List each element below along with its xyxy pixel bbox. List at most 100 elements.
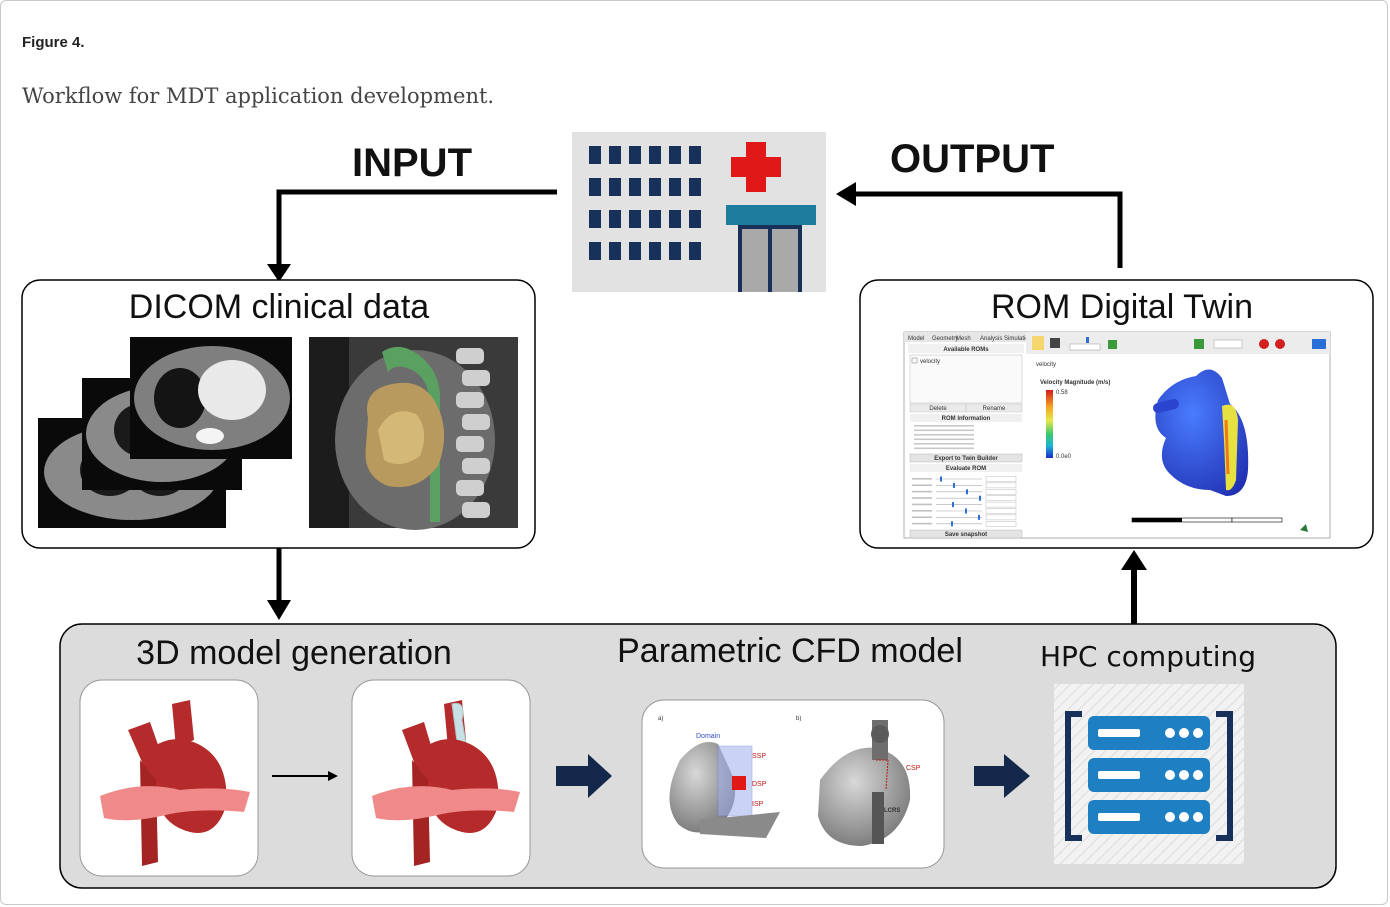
param-value-field[interactable] [985, 482, 1017, 489]
param-slider-thumb[interactable] [952, 502, 954, 508]
hospital-window [649, 178, 661, 196]
rom-app-tab[interactable]: Simulation [1004, 336, 1032, 342]
server-unit [1088, 758, 1210, 792]
export-button-label: Export to Twin Builder [934, 456, 998, 462]
param-slider-thumb[interactable] [940, 476, 942, 482]
param-slider-thumb[interactable] [979, 495, 981, 501]
info-line [914, 443, 974, 445]
server-led [1193, 770, 1203, 780]
param-slider-thumb[interactable] [978, 514, 980, 520]
rom-list-item[interactable]: velocity [920, 359, 940, 365]
sagittal-segmentation-image [309, 337, 518, 530]
bulb-icon[interactable] [1032, 336, 1044, 350]
hospital-window [649, 146, 661, 164]
save-snapshot-button[interactable] [909, 529, 1023, 539]
param-value-field[interactable] [985, 521, 1017, 527]
settings-icon[interactable] [1194, 339, 1204, 349]
cfd-isp-label: ISP [752, 801, 764, 808]
cfd-ssp-label: SSP [752, 753, 766, 760]
hospital-window [689, 146, 701, 164]
rom-app-tab[interactable]: Model [908, 336, 924, 342]
hospital-window [609, 146, 621, 164]
param-value-field[interactable] [985, 476, 1017, 482]
cfd-csp-label: CSP [906, 765, 921, 772]
rom-app-tab[interactable]: Analysis [980, 336, 1002, 342]
param-label [912, 503, 932, 506]
param-value-field[interactable] [985, 495, 1017, 501]
save-snapshot-label: Save snapshot [945, 532, 987, 538]
hospital-window [589, 242, 601, 260]
rom-app-tab[interactable]: Mesh [956, 336, 971, 342]
vertebra [462, 458, 490, 474]
cfd-dsp-label: DSP [752, 781, 767, 788]
param-label [912, 490, 932, 493]
param-label [912, 478, 932, 480]
hospital-window [609, 242, 621, 260]
vertebra [462, 502, 490, 518]
hospital-window [589, 178, 601, 196]
rom-app-tab[interactable]: Geometry [932, 336, 958, 342]
server-led [1179, 812, 1189, 822]
velocity-field-model [1153, 369, 1249, 496]
dicom-box: DICOM clinical data [21, 279, 536, 549]
param-slider-thumb[interactable] [953, 482, 955, 488]
vertebra [456, 392, 484, 408]
param-slider-thumb[interactable] [951, 521, 953, 527]
hospital-window [629, 178, 641, 196]
stop-icon[interactable] [1275, 339, 1285, 349]
figure-caption: Workflow for MDT application development… [22, 84, 495, 108]
param-slider-thumb[interactable] [966, 489, 968, 495]
sliders-icon[interactable] [1312, 339, 1326, 349]
export-button[interactable] [909, 453, 1023, 463]
hospital-window [649, 242, 661, 260]
param-label [912, 497, 932, 499]
vertebra [462, 370, 490, 386]
rename-button-label: Rename [983, 406, 1006, 412]
ct-slice-stack [38, 337, 292, 528]
location-icon[interactable] [1259, 339, 1269, 349]
legend-max: 0.58 [1056, 390, 1068, 396]
axis-triad-icon [1300, 524, 1308, 532]
info-line [914, 429, 974, 432]
param-value-field[interactable] [985, 501, 1017, 508]
param-slider-thumb[interactable] [965, 508, 967, 514]
dicom-to-model-arrow [267, 548, 291, 620]
server-slot [1098, 813, 1140, 821]
param-value-field[interactable] [985, 514, 1017, 521]
hpc-to-rom-arrow [1121, 550, 1147, 624]
hospital-window [689, 242, 701, 260]
cfd-lcrs-label: LCRS [884, 808, 900, 814]
server-led [1193, 812, 1203, 822]
delete-button-label: Delete [929, 406, 947, 412]
vertebra [456, 436, 484, 452]
vertebra [456, 348, 484, 364]
hospital-window [649, 210, 661, 228]
server-unit [1088, 716, 1210, 750]
hospital-window [689, 210, 701, 228]
info-line [914, 447, 974, 450]
server-led [1193, 728, 1203, 738]
camera-icon[interactable] [1050, 338, 1060, 348]
rom-checkbox[interactable] [911, 357, 918, 364]
pipeline-arrow-1 [556, 754, 612, 798]
server-rack-icon [1054, 684, 1244, 864]
view-icon[interactable] [1108, 340, 1117, 349]
vertebra [462, 414, 490, 430]
vessel-model-1 [79, 679, 259, 877]
hospital-window [629, 242, 641, 260]
color-legend [1046, 390, 1053, 458]
model-step-arrow [272, 771, 338, 781]
param-label [912, 516, 932, 518]
param-value-field[interactable] [985, 489, 1017, 495]
cfd-domain-label: Domain [696, 733, 720, 740]
server-led [1165, 728, 1175, 738]
param-value-field[interactable] [985, 508, 1017, 514]
param-label [912, 522, 932, 525]
output-label: OUTPUT [890, 137, 1054, 181]
rename-button[interactable] [965, 403, 1023, 413]
hospital-window [589, 210, 601, 228]
